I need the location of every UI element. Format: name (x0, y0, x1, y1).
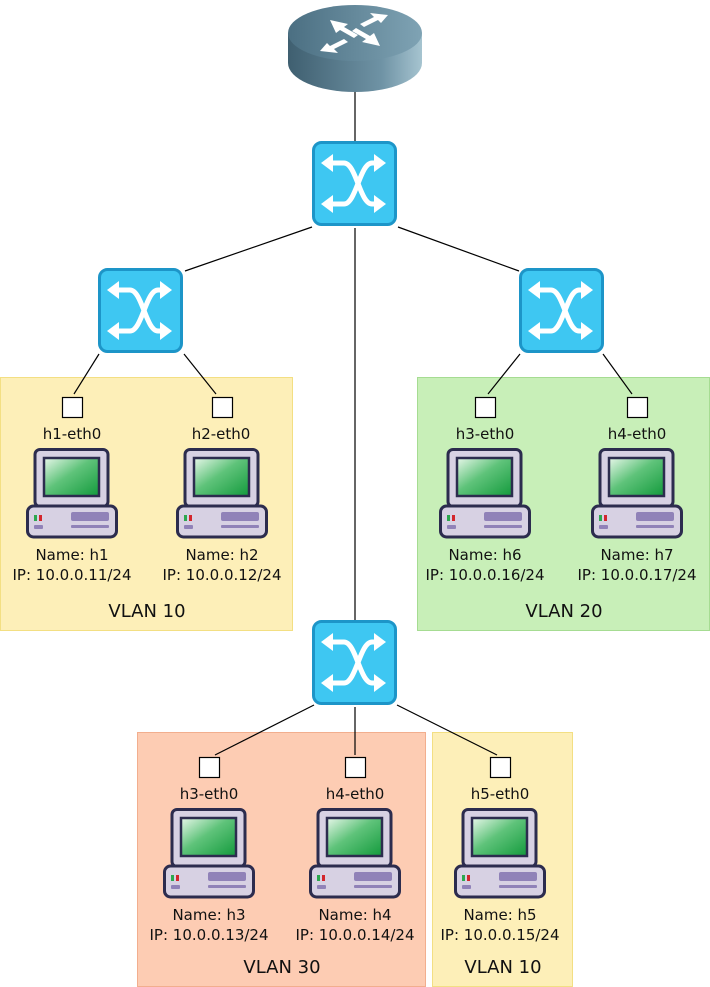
iface-label-h5: h5-eth0 (471, 785, 530, 803)
vlan-label-bottom-left: VLAN 30 (243, 957, 320, 978)
host-ip-h6: IP: 10.0.0.16/24 (426, 566, 545, 584)
port-h4-icon[interactable] (344, 756, 367, 779)
iface-label-h7: h4-eth0 (608, 425, 667, 443)
host-name-h7: Name: h7 (600, 546, 673, 564)
workstation-h7-icon[interactable] (591, 448, 683, 539)
port-h2-icon[interactable] (211, 396, 234, 419)
switch-bottom-icon[interactable] (314, 622, 396, 704)
host-name-h1: Name: h1 (35, 546, 108, 564)
link-core-right (397, 226, 520, 272)
vlan-label-left: VLAN 10 (108, 601, 185, 622)
switch-right-icon[interactable] (521, 270, 603, 352)
iface-label-h6: h3-eth0 (456, 425, 515, 443)
switch-left-icon[interactable] (100, 270, 182, 352)
link-right-h6 (487, 353, 521, 395)
network-links (73, 92, 633, 756)
host-ip-h5: IP: 10.0.0.15/24 (441, 926, 560, 944)
host-ip-h3: IP: 10.0.0.13/24 (150, 926, 269, 944)
switch-core-icon[interactable] (314, 143, 396, 225)
host-name-h3: Name: h3 (172, 906, 245, 924)
host-name-h2: Name: h2 (185, 546, 258, 564)
host-name-h4: Name: h4 (318, 906, 391, 924)
host-ip-h4: IP: 10.0.0.14/24 (296, 926, 415, 944)
port-h6-icon[interactable] (474, 396, 497, 419)
iface-label-h4: h4-eth0 (326, 785, 385, 803)
workstation-h3-icon[interactable] (163, 808, 255, 899)
link-core-left (184, 226, 313, 272)
link-right-h7 (602, 353, 633, 395)
link-bottom-h3 (214, 704, 315, 756)
host-name-h6: Name: h6 (448, 546, 521, 564)
host-ip-h1: IP: 10.0.0.11/24 (13, 566, 132, 584)
port-h3-icon[interactable] (198, 756, 221, 779)
host-ip-h2: IP: 10.0.0.12/24 (163, 566, 282, 584)
iface-label-h1: h1-eth0 (43, 425, 102, 443)
link-bottom-h5 (396, 704, 498, 756)
host-ip-h7: IP: 10.0.0.17/24 (578, 566, 697, 584)
link-left-h1 (73, 353, 100, 395)
workstation-h1-icon[interactable] (26, 448, 118, 539)
router-icon[interactable] (288, 5, 422, 92)
iface-label-h3: h3-eth0 (180, 785, 239, 803)
workstation-h5-icon[interactable] (454, 808, 546, 899)
iface-label-h2: h2-eth0 (192, 425, 251, 443)
vlan-label-bottom-right: VLAN 10 (464, 957, 541, 978)
workstation-h2-icon[interactable] (176, 448, 268, 539)
host-name-h5: Name: h5 (463, 906, 536, 924)
workstation-h6-icon[interactable] (439, 448, 531, 539)
port-h5-icon[interactable] (489, 756, 512, 779)
port-h7-icon[interactable] (626, 396, 649, 419)
vlan-label-right: VLAN 20 (525, 601, 602, 622)
workstation-h4-icon[interactable] (309, 808, 401, 899)
port-h1-icon[interactable] (61, 396, 84, 419)
link-left-h2 (183, 353, 217, 395)
